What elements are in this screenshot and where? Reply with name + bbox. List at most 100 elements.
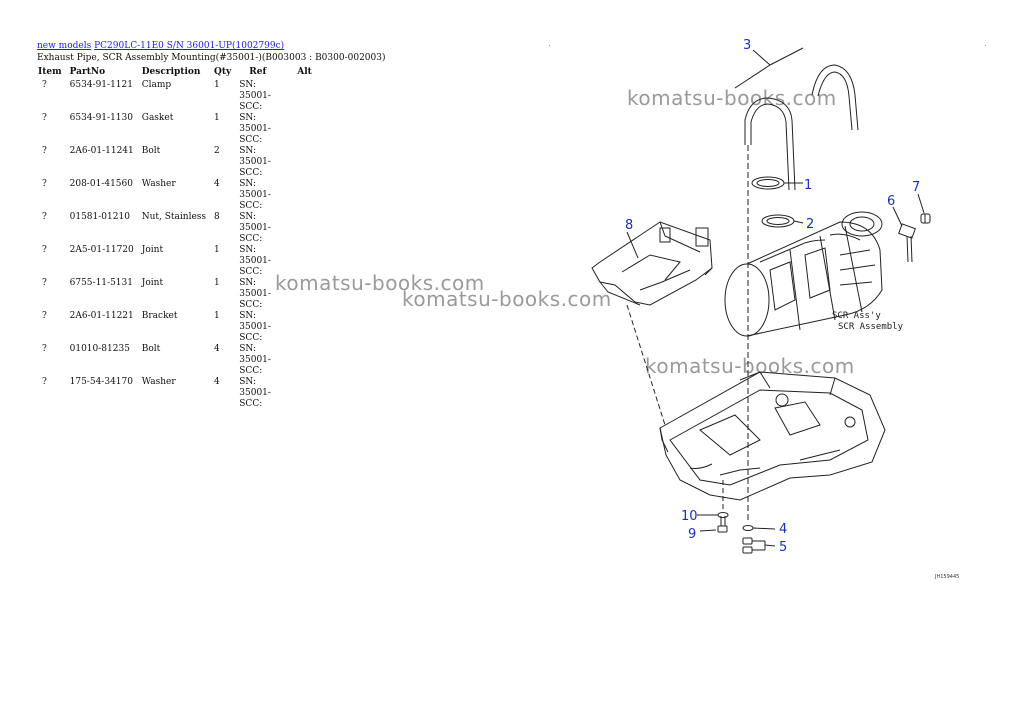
joint-7 [917, 193, 931, 224]
table-row: ? 6534-91-1130 Gasket 1 SN: 35001-SCC: [34, 113, 316, 146]
cell-partno: 6755-11-5131 [69, 278, 133, 288]
cell-description: Nut, Stainless [141, 212, 207, 222]
table-row: ? 2A6-01-11221 Bracket 1 SN: 35001-SCC: [34, 311, 316, 344]
cell-item: ? [42, 113, 47, 123]
cell-qty: 8 [214, 212, 220, 222]
table-row: ? 2A6-01-11241 Bolt 2 SN: 35001-SCC: [34, 146, 316, 179]
breadcrumb-link-model[interactable]: PC290LC-11E0 S/N 36001-UP(1002799c) [94, 41, 285, 51]
cell-description: Gasket [141, 113, 174, 123]
cell-ref: SN: 35001-SCC: [239, 377, 271, 409]
callout-2: 2 [806, 217, 814, 232]
cell-partno: 6534-91-1130 [69, 113, 133, 123]
cell-item: ? [42, 146, 47, 156]
cell-partno: 2A6-01-11241 [69, 146, 134, 156]
cell-alt [293, 311, 316, 344]
cell-qty: 1 [214, 278, 220, 288]
cell-item: ? [42, 278, 47, 288]
breadcrumb-link-new-models[interactable]: new models [37, 41, 92, 51]
cell-alt [293, 179, 316, 212]
cell-partno: 2A5-01-11720 [69, 245, 134, 255]
exploded-parts-diagram: SCR Ass'y SCR Assembly 1 2 3 4 5 6 7 8 9… [591, 38, 931, 555]
table-row: ? 6534-91-1121 Clamp 1 SN: 35001-SCC: [34, 80, 316, 113]
col-alt: Alt [297, 66, 312, 77]
scr-label: SCR Ass'y [832, 311, 881, 321]
cell-description: Washer [141, 179, 176, 189]
pipe-u-bolt-rear [811, 64, 859, 131]
table-header-row: Item PartNo Description Qty Ref Alt [34, 66, 316, 80]
cell-ref: SN: 35001-SCC: [239, 344, 271, 376]
cell-alt [293, 80, 316, 113]
stray-dot [985, 45, 986, 46]
cell-description: Bolt [141, 146, 161, 156]
scr-label-2: SCR Assembly [838, 322, 904, 332]
watermark: komatsu-books.com [402, 287, 612, 311]
cell-qty: 4 [214, 377, 220, 387]
parts-table: Item PartNo Description Qty Ref Alt ? 653… [34, 66, 316, 410]
table-row: ? 2A5-01-11720 Joint 1 SN: 35001-SCC: [34, 245, 316, 278]
cell-ref: SN: 35001-SCC: [239, 212, 271, 244]
cell-partno: 01581-01210 [69, 212, 130, 222]
callout-8: 8 [625, 218, 633, 233]
scr-assembly [724, 211, 883, 337]
breadcrumb: new models PC290LC-11E0 S/N 36001-UP(100… [37, 40, 386, 52]
table-row: ? 208-01-41560 Washer 4 SN: 35001-SCC: [34, 179, 316, 212]
cell-ref: SN: 35001-SCC: [239, 113, 271, 145]
washer-10 [717, 512, 729, 518]
cell-item: ? [42, 80, 47, 90]
cell-qty: 1 [214, 311, 220, 321]
nut-5 [742, 537, 753, 554]
col-qty: Qty [214, 66, 232, 77]
cell-partno: 208-01-41560 [69, 179, 133, 189]
callout-9: 9 [688, 527, 696, 542]
cell-item: ? [42, 377, 47, 387]
cell-description: Joint [141, 245, 164, 255]
cell-qty: 2 [214, 146, 220, 156]
stray-dot [549, 45, 550, 46]
cell-partno: 6534-91-1121 [69, 80, 133, 90]
revolving-frame [659, 371, 886, 501]
col-ref: Ref [249, 66, 267, 77]
page-title: Exhaust Pipe, SCR Assembly Mounting(#350… [37, 53, 386, 63]
cell-ref: SN: 35001-SCC: [239, 179, 271, 211]
cell-qty: 4 [214, 179, 220, 189]
cell-ref: SN: 35001-SCC: [239, 146, 271, 178]
cell-ref: SN: 35001-SCC: [239, 245, 271, 277]
callout-5: 5 [779, 540, 787, 555]
washer-4 [742, 525, 754, 531]
cell-qty: 1 [214, 113, 220, 123]
cell-ref: SN: 35001-SCC: [239, 311, 271, 343]
table-row: ? 01010-81235 Bolt 4 SN: 35001-SCC: [34, 344, 316, 377]
callout-1: 1 [804, 178, 812, 193]
cell-ref: SN: 35001-SCC: [239, 80, 271, 112]
col-partno: PartNo [69, 66, 106, 77]
cell-alt [293, 377, 316, 410]
cell-item: ? [42, 311, 47, 321]
cell-description: Bolt [141, 344, 161, 354]
cell-partno: 01010-81235 [69, 344, 130, 354]
cell-item: ? [42, 344, 47, 354]
cell-qty: 4 [214, 344, 220, 354]
cell-partno: 2A6-01-11221 [69, 311, 134, 321]
cell-ref: SN: 35001-SCC: [239, 278, 271, 310]
callout-10: 10 [681, 509, 698, 524]
watermark: komatsu-books.com [645, 354, 855, 378]
cell-item: ? [42, 245, 47, 255]
cell-qty: 1 [214, 245, 220, 255]
cell-description: Washer [141, 377, 176, 387]
cell-description: Clamp [141, 80, 172, 90]
callout-7: 7 [912, 180, 920, 195]
cell-alt [293, 146, 316, 179]
bolt-9 [717, 516, 728, 533]
cell-alt [293, 113, 316, 146]
watermark: komatsu-books.com [627, 86, 837, 110]
watermark: komatsu-books.com [275, 271, 485, 295]
cell-description: Joint [141, 278, 164, 288]
cell-qty: 1 [214, 80, 220, 90]
joint-6 [898, 223, 916, 239]
cell-description: Bracket [141, 311, 178, 321]
figure-code: JH159445 [935, 574, 960, 580]
cell-item: ? [42, 179, 47, 189]
col-item: Item [38, 66, 62, 77]
